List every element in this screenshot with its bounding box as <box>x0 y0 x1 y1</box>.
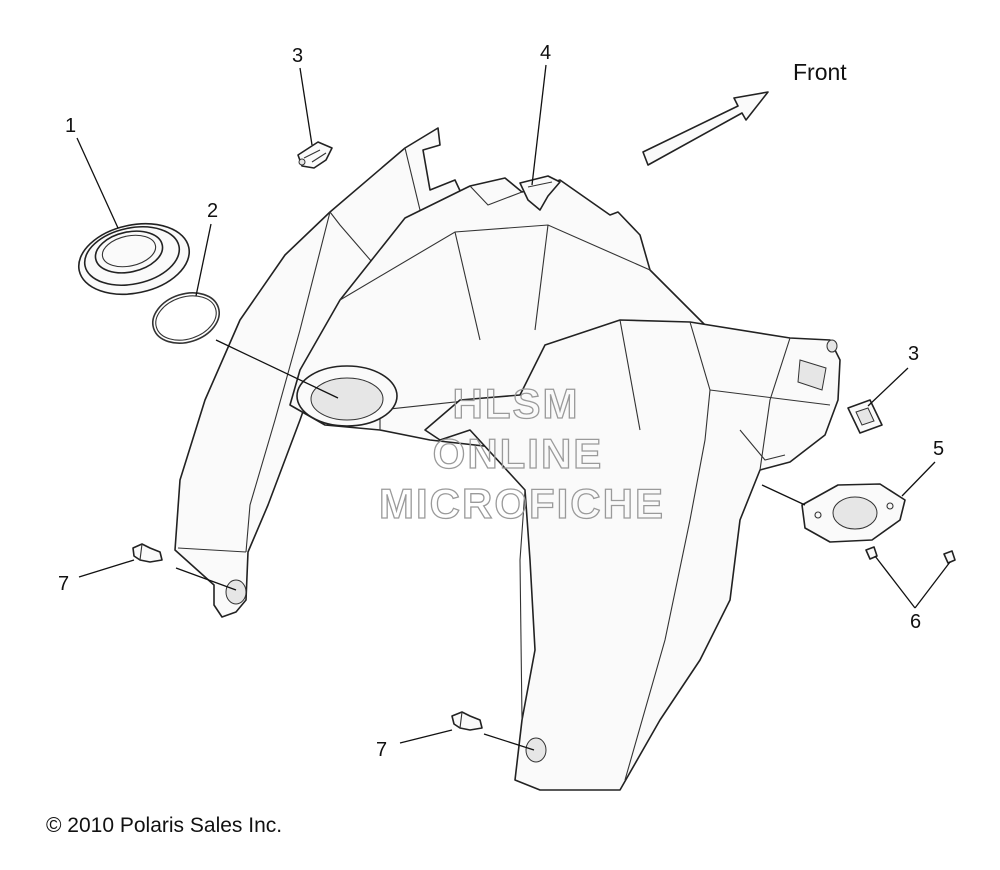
front-arrow <box>642 91 769 166</box>
callout-1: 1 <box>65 115 76 137</box>
watermark-line-3: MICROFICHE <box>379 480 665 527</box>
callout-2: 2 <box>207 200 218 222</box>
clip-nut-part-3-top <box>297 141 333 169</box>
watermark-line-2: ONLINE <box>433 430 604 477</box>
screws-part-6 <box>865 546 956 564</box>
push-rivet-part-7-bottom <box>451 711 483 731</box>
square-nut-part-3-right <box>847 399 883 434</box>
callout-6: 6 <box>910 611 921 633</box>
leader-lines <box>76 64 951 751</box>
callout-4: 4 <box>540 42 551 64</box>
grommet-plate-part-5 <box>801 483 906 543</box>
watermark-line-1: HLSM <box>453 380 580 427</box>
right-side-panel <box>424 319 841 791</box>
callout-7-left: 7 <box>58 573 69 595</box>
copyright-text: © 2010 Polaris Sales Inc. <box>46 814 282 837</box>
callout-7-bottom: 7 <box>376 739 387 761</box>
push-rivet-part-7-left <box>132 543 163 563</box>
callout-5: 5 <box>933 438 944 460</box>
o-ring-part-2 <box>152 292 220 344</box>
callout-3-top: 3 <box>292 45 303 67</box>
front-label: Front <box>793 59 847 85</box>
gasket-ring-part-1 <box>77 222 191 296</box>
callout-3-right: 3 <box>908 343 919 365</box>
tab-bracket-part-4 <box>519 175 561 211</box>
